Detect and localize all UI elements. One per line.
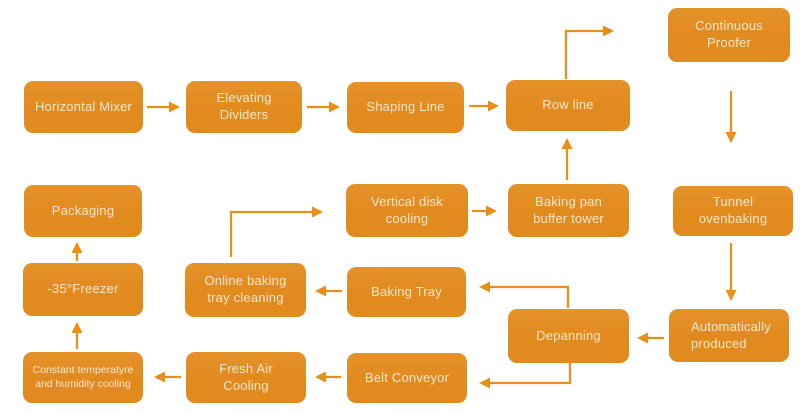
node-label: Automatically produced bbox=[691, 318, 771, 351]
node-horizontal-mixer: Horizontal Mixer bbox=[24, 81, 143, 133]
node-label: Row line bbox=[542, 97, 594, 113]
node-baking-tray: Baking Tray bbox=[347, 267, 466, 317]
node-label: Tunnel ovenbaking bbox=[698, 194, 768, 226]
node-label: Packaging bbox=[51, 202, 115, 218]
node-label: Constant temperatyre and humidity coolin… bbox=[32, 363, 134, 390]
node-constant-cooling: Constant temperatyre and humidity coolin… bbox=[23, 352, 143, 403]
node-label: Horizontal Mixer bbox=[34, 98, 133, 114]
node-continuous-proofer: Continuous Proofer bbox=[668, 8, 790, 62]
node-packaging: Packaging bbox=[24, 185, 142, 237]
node-shaping-line: Shaping Line bbox=[347, 82, 464, 133]
node-label: -35°Freezer bbox=[47, 281, 119, 297]
node-label: Baking pan buffer tower bbox=[533, 193, 604, 226]
node-online-baking-tray-cleaning: Online baking tray cleaning bbox=[185, 263, 306, 317]
node-minus-35-freezer: -35°Freezer bbox=[23, 263, 143, 316]
node-label: Elevating Dividers bbox=[216, 90, 272, 122]
node-label: Continuous Proofer bbox=[695, 18, 763, 50]
node-belt-conveyor: Belt Conveyor bbox=[347, 353, 467, 403]
node-row-line: Row line bbox=[506, 80, 630, 131]
node-automatically-produced: Automatically produced bbox=[669, 309, 789, 362]
node-label: Online baking tray cleaning bbox=[204, 273, 287, 305]
node-label: Vertical disk cooling bbox=[371, 193, 443, 226]
arrow-online-baking-tray-cleaning-to-vertical-disk-cooling bbox=[229, 206, 323, 257]
node-depanning: Depanning bbox=[508, 309, 629, 363]
arrow-depanning-to-belt-conveyor bbox=[479, 363, 572, 389]
node-fresh-air-cooling: Fresh Air Cooling bbox=[186, 352, 306, 403]
node-label: Depanning bbox=[536, 327, 601, 343]
arrow-depanning-to-baking-tray bbox=[479, 281, 570, 308]
node-vertical-disk-cooling: Vertical disk cooling bbox=[346, 184, 468, 237]
node-label: Belt Conveyor bbox=[364, 369, 450, 385]
node-tunnel-ovenbaking: Tunnel ovenbaking bbox=[673, 186, 793, 236]
node-baking-pan-buffer-tower: Baking pan buffer tower bbox=[508, 184, 629, 237]
node-label: Fresh Air Cooling bbox=[219, 360, 273, 393]
node-label: Baking Tray bbox=[371, 283, 442, 299]
node-elevating-dividers: Elevating Dividers bbox=[186, 81, 302, 133]
node-label: Shaping Line bbox=[366, 99, 445, 115]
arrow-row-line-to-continuous-proofer bbox=[564, 25, 614, 79]
